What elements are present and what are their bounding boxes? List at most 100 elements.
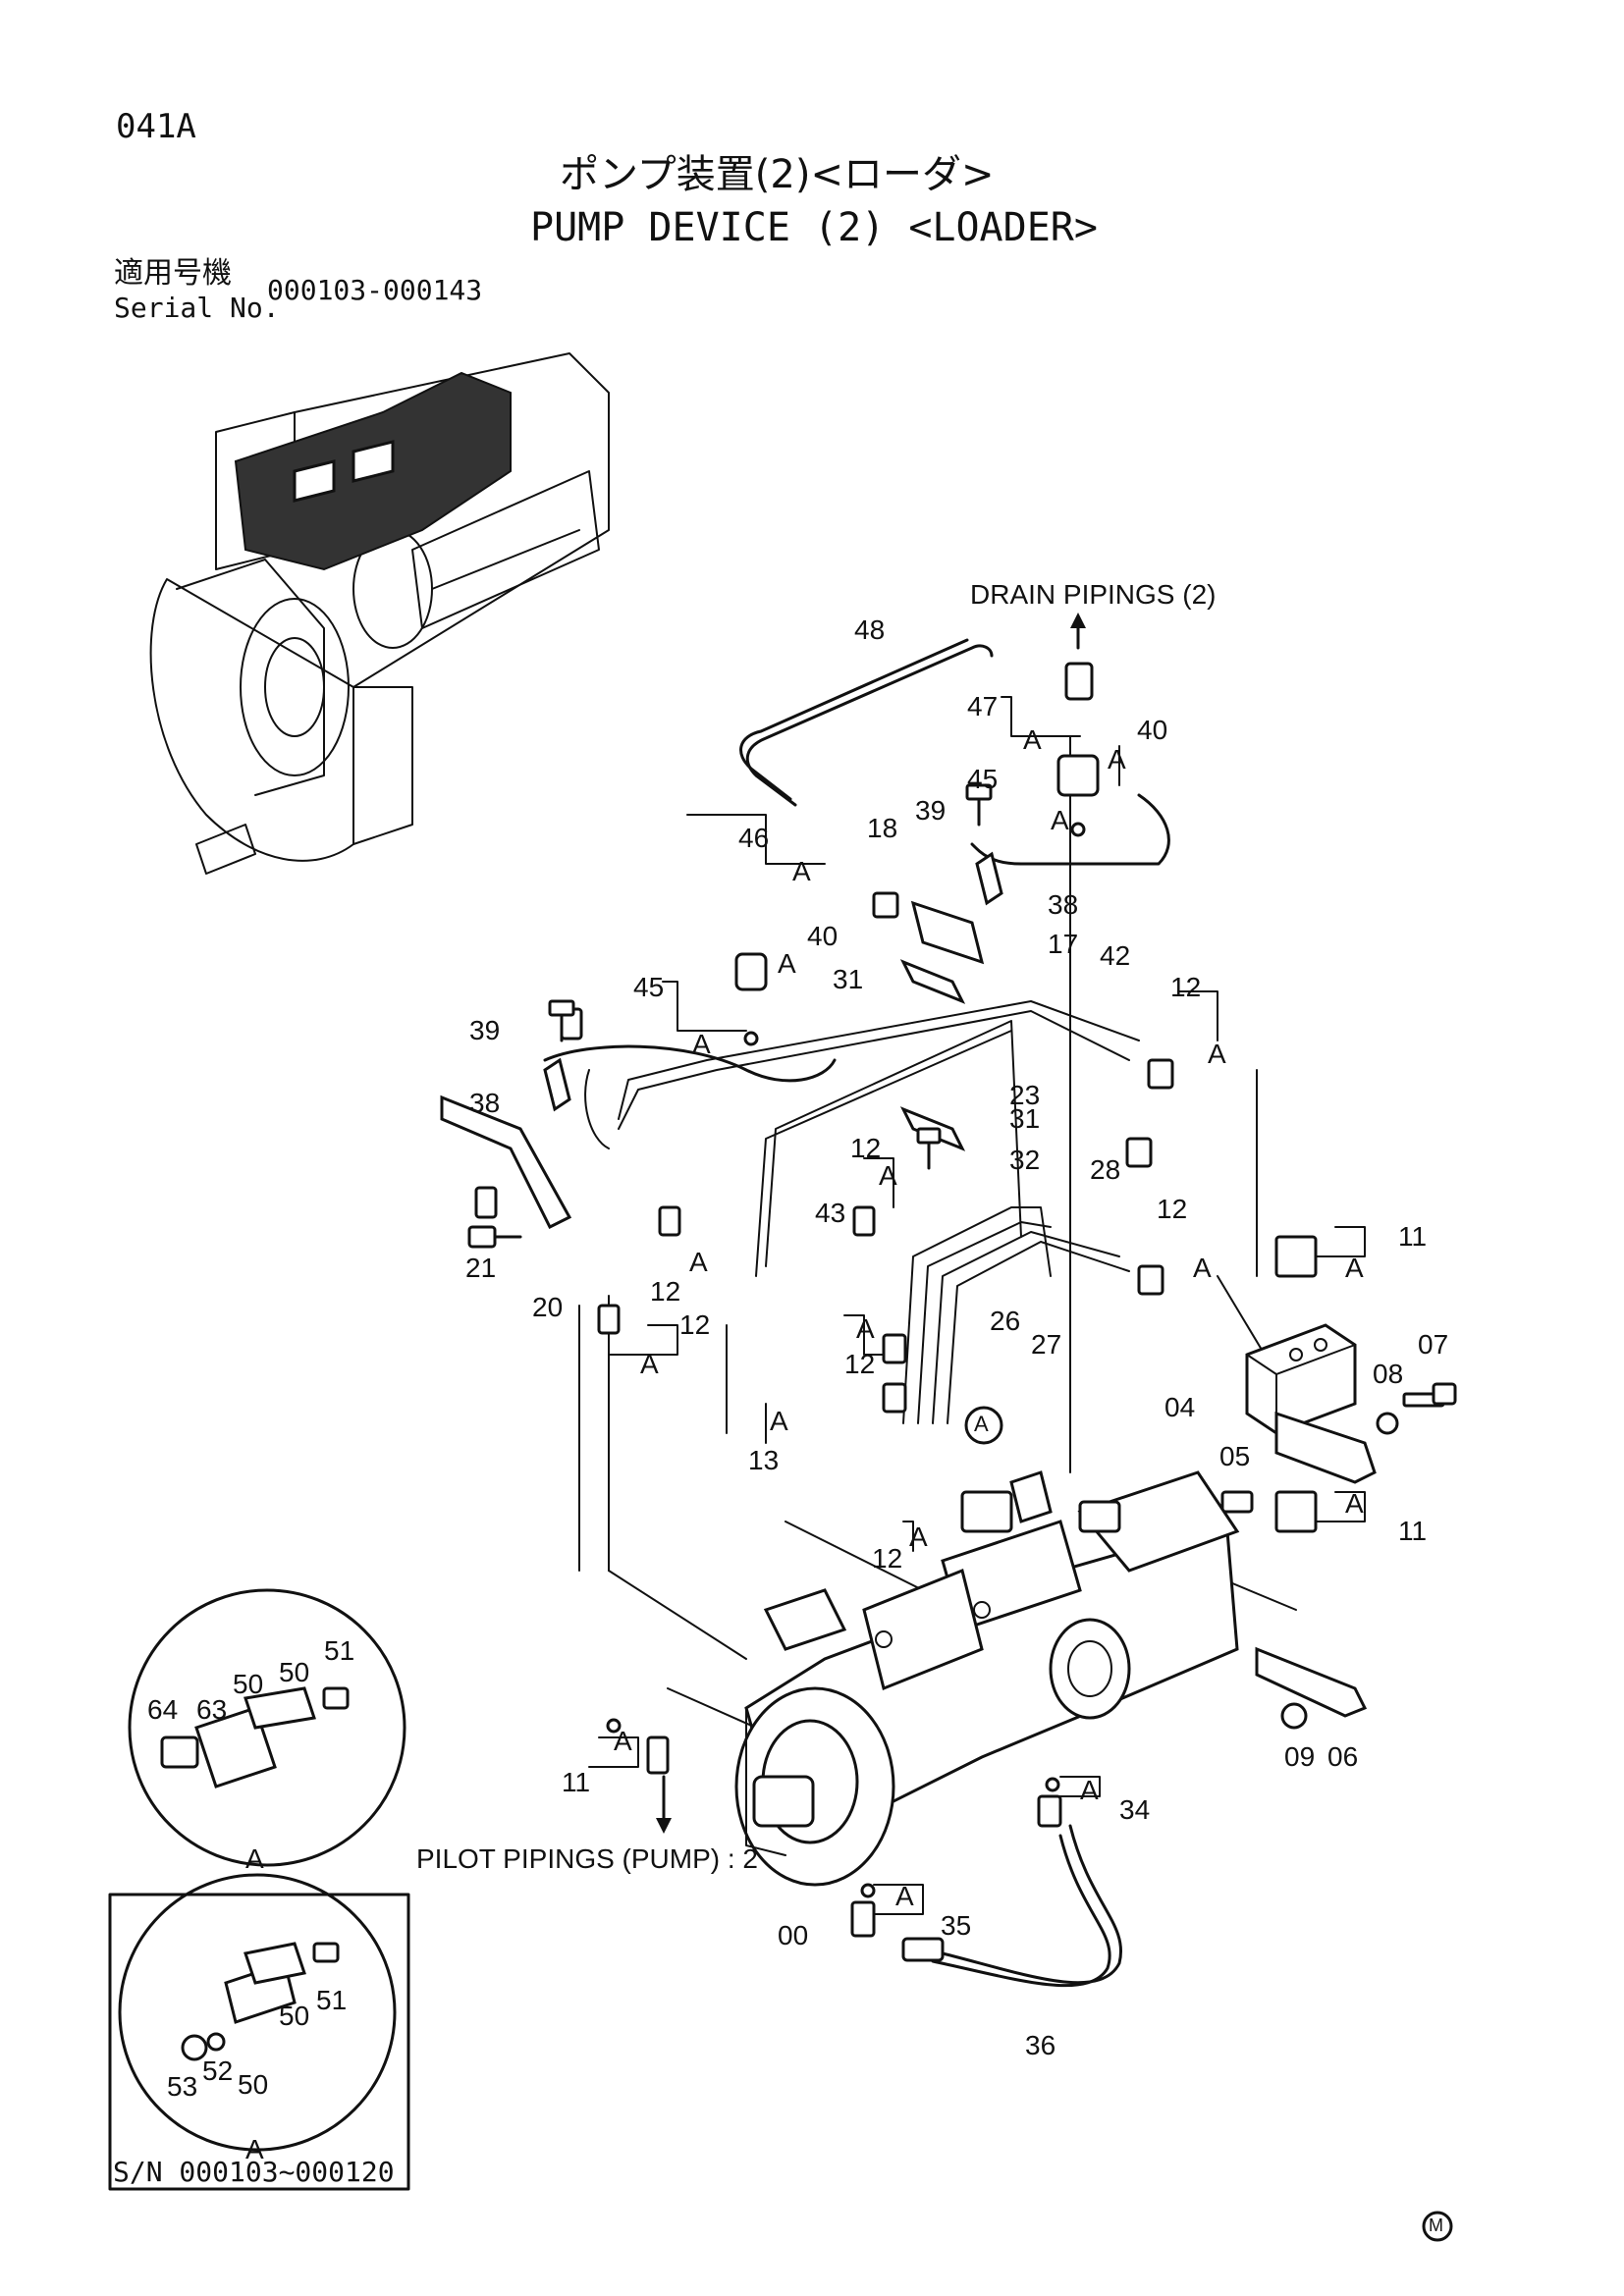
pipe-bundle-26-27 (902, 1206, 1130, 1424)
callout-35: 35 (941, 1910, 972, 1941)
callout-45: 45 (967, 764, 999, 794)
callout-A: A (245, 1843, 264, 1874)
callout-12: 12 (844, 1349, 876, 1379)
pilot-arrow (656, 1775, 672, 1834)
callout-48: 48 (854, 614, 886, 645)
clamp-17 (910, 900, 985, 965)
callout-17: 17 (1048, 929, 1079, 959)
page-code: 041A (116, 107, 196, 146)
callout-06: 06 (1327, 1741, 1359, 1772)
clamp-38-right (975, 851, 1003, 906)
callout-51: 51 (316, 1985, 348, 2015)
callout-50: 50 (279, 1657, 310, 1687)
manufacturer-mark (1422, 2211, 1453, 2242)
callout-09: 09 (1284, 1741, 1316, 1772)
bracket-06 (1255, 1646, 1368, 1718)
bracket-lines (588, 696, 1366, 1915)
callout-A: A (245, 2134, 264, 2164)
callout-A: A (640, 1349, 659, 1379)
callout-40: 40 (1137, 715, 1168, 745)
callout-A: A (614, 1726, 632, 1756)
bolts (467, 783, 1457, 1406)
callout-23: 23 (1009, 1080, 1041, 1110)
serial-label: Serial No. (114, 292, 280, 324)
callout-A: A (1051, 805, 1069, 835)
callout-A: A (689, 1247, 708, 1277)
callout-53: 53 (167, 2071, 198, 2102)
callout-63: 63 (196, 1694, 228, 1725)
callout-34: 34 (1119, 1794, 1151, 1825)
callout-A: A (895, 1881, 914, 1911)
main-pump-assembly (734, 1470, 1240, 1887)
pipe-48 (745, 644, 994, 807)
callout-07: 07 (1418, 1329, 1449, 1360)
callout-28: 28 (1090, 1154, 1121, 1185)
callout-21: 21 (465, 1253, 497, 1283)
bracket-20 (440, 1095, 572, 1230)
callout-05: 05 (1219, 1441, 1251, 1471)
pipe-bundle-23 (584, 1000, 1140, 1277)
callout-18: 18 (867, 813, 898, 843)
detail-reference-letter: A (974, 1412, 989, 1436)
callout-04: 04 (1164, 1392, 1196, 1422)
callout-A: A (856, 1313, 875, 1344)
callout-12: 12 (1170, 972, 1202, 1002)
callout-A: A (1023, 724, 1042, 755)
clamp-31-upper (899, 959, 966, 1004)
callout-31: 31 (833, 964, 864, 994)
callout-50: 50 (238, 2069, 269, 2100)
detail-view-upper (128, 1588, 406, 1867)
callout-43: 43 (815, 1198, 846, 1228)
callout-11: 11 (1398, 1516, 1428, 1546)
page-title: PUMP DEVICE (2) <LOADER> (530, 205, 1098, 250)
callout-20: 20 (532, 1292, 564, 1322)
callout-08: 08 (1373, 1359, 1404, 1389)
engine-location-thumbnail (149, 352, 610, 875)
valve-block-04 (1245, 1323, 1377, 1484)
inset-serial-note: S/N 000103~000120 (113, 2156, 395, 2188)
callout-27: 27 (1031, 1329, 1062, 1360)
callout-47: 47 (967, 691, 999, 721)
clamp-38-left (543, 1057, 571, 1112)
callout-12: 12 (1157, 1194, 1188, 1224)
callout-A: A (1345, 1488, 1364, 1519)
callout-A: A (909, 1522, 928, 1552)
hose-36 (941, 1824, 1122, 1985)
callout-31: 31 (1009, 1103, 1041, 1134)
callout-A: A (1108, 744, 1126, 774)
callout-A: A (770, 1406, 788, 1436)
callout-A: A (792, 856, 811, 886)
callout-26: 26 (990, 1306, 1021, 1336)
callout-12: 12 (679, 1309, 711, 1340)
callout-51: 51 (324, 1635, 355, 1666)
callout-50: 50 (233, 1669, 264, 1699)
serial-label-japanese: 適用号機 (114, 256, 232, 291)
callout-11: 11 (562, 1767, 591, 1797)
callout-46: 46 (738, 823, 770, 853)
callout-A: A (879, 1160, 897, 1191)
page-title-japanese: ポンプ装置(2)<ローダ> (560, 152, 995, 197)
callout-40: 40 (807, 921, 839, 951)
callout-64: 64 (147, 1694, 179, 1725)
callout-12: 12 (872, 1543, 903, 1574)
callout-39: 39 (469, 1015, 501, 1045)
drain-pipings-label: DRAIN PIPINGS (2) (970, 579, 1217, 610)
callout-12: 12 (650, 1276, 681, 1307)
callout-38: 38 (469, 1088, 501, 1118)
callout-45: 45 (633, 972, 665, 1002)
manufacturer-mark-letter: M (1429, 2216, 1443, 2235)
callout-A: A (778, 948, 796, 979)
callout-A: A (1208, 1039, 1226, 1069)
callout-38: 38 (1048, 889, 1079, 920)
detail-view-lower (108, 1873, 410, 2191)
callout-A: A (1193, 1253, 1212, 1283)
callout-11: 11 (1398, 1221, 1428, 1252)
callout-42: 42 (1100, 940, 1131, 971)
callout-12: 12 (850, 1133, 882, 1163)
drain-pipe-left (543, 1044, 837, 1083)
callout-A: A (1345, 1253, 1364, 1283)
callout-A: A (692, 1029, 711, 1059)
guide-lines (578, 735, 1297, 1768)
